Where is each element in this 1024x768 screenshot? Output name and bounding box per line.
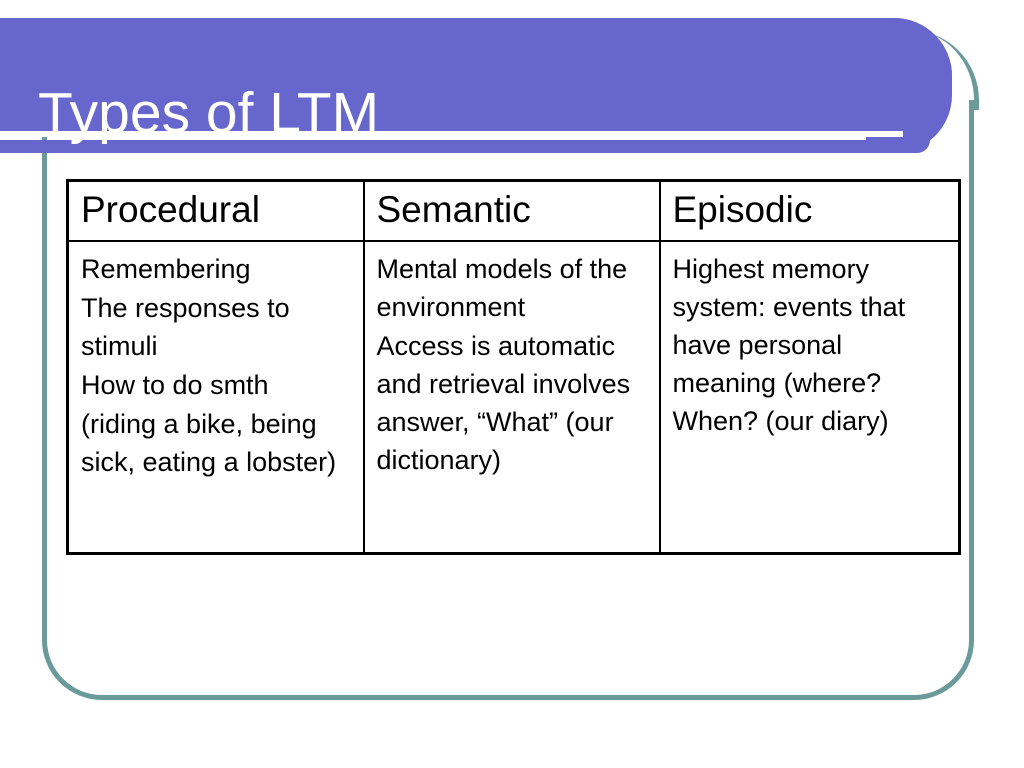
- column-header-procedural: Procedural: [66, 179, 365, 242]
- cell-episodic: Highest memory system: events that have …: [658, 240, 961, 555]
- column-header-semantic: Semantic: [362, 179, 661, 242]
- procedural-line-1: Remembering: [81, 254, 251, 284]
- header-band: [0, 18, 952, 134]
- header-band-lower-strip: [0, 140, 930, 153]
- semantic-line-2: Access is automatic and retrieval involv…: [376, 331, 631, 475]
- column-header-episodic: Episodic: [658, 179, 961, 242]
- table-row: Remembering The responses to stimuli How…: [66, 240, 961, 555]
- semantic-line-1: Mental models of the environment: [376, 254, 628, 322]
- procedural-line-4: (riding a bike, being sick, eating a lob…: [81, 409, 337, 477]
- header-underline-rule: [0, 131, 903, 137]
- cell-semantic: Mental models of the environment Access …: [362, 240, 661, 555]
- procedural-line-2: The responses to stimuli: [81, 293, 290, 361]
- episodic-line-1: Highest memory system: events that have …: [672, 254, 906, 436]
- header-pill-cap: [866, 18, 952, 153]
- ltm-types-table: Procedural Semantic Episodic Remembering…: [66, 179, 961, 555]
- slide-title: Types of LTM: [38, 81, 380, 146]
- cell-procedural: Remembering The responses to stimuli How…: [66, 240, 365, 555]
- procedural-line-3: How to do smth: [81, 370, 269, 400]
- table-header-row: Procedural Semantic Episodic: [66, 179, 961, 242]
